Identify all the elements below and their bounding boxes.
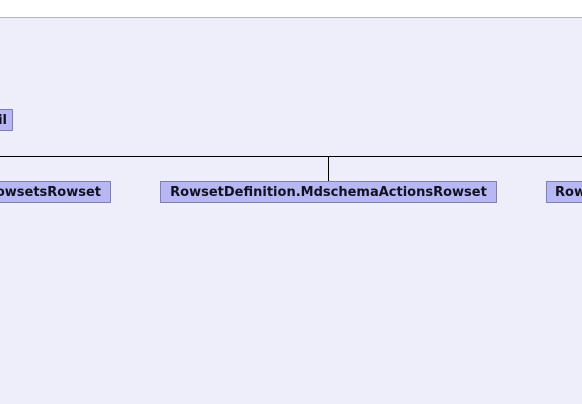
right-child-node[interactable]: Row: [546, 181, 582, 203]
left-child-node[interactable]: owsetsRowset: [0, 181, 111, 203]
sibling-connector-line: [0, 156, 582, 157]
center-child-connector-line: [328, 156, 329, 181]
diagram-panel: [0, 17, 582, 404]
center-child-node[interactable]: RowsetDefinition.MdschemaActionsRowset: [160, 181, 497, 203]
parent-node[interactable]: il: [0, 109, 13, 131]
